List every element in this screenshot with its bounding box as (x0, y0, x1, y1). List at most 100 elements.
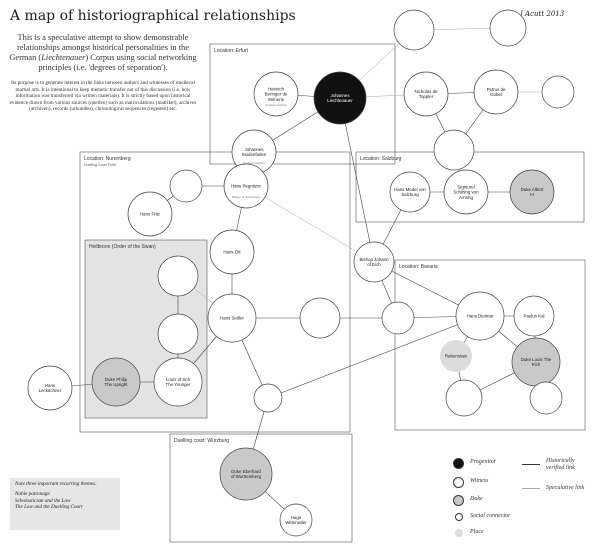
node-label: Beringer de (265, 92, 288, 97)
region-label: Location: Bavaria (399, 264, 438, 270)
node-label: Seidenfaden (242, 152, 267, 157)
legend: Progenitor Witness Duke Social connector… (450, 455, 595, 550)
node-label: Liechtenauer (327, 98, 353, 103)
node-bav_small (445, 379, 483, 417)
node-bav_small2 (529, 381, 563, 415)
node-ott (209, 229, 255, 275)
node-label: Hugo (291, 515, 302, 520)
node-label: Heinrich (268, 86, 285, 91)
node-label: Duke Louis The (521, 357, 552, 362)
legend-speculative-link: Speculative link (546, 485, 585, 491)
themes-note: Note three important recurring themes: N… (10, 478, 120, 530)
node-label: of Eich (367, 262, 381, 267)
node-label: Duke Albert (521, 187, 544, 192)
node-erfurt_top (393, 9, 435, 51)
link (339, 97, 375, 263)
node-label: Hans Pegnitzer (231, 184, 262, 189)
legend-duke-swatch (453, 495, 464, 506)
node-mark_maier (353, 241, 395, 283)
legend-witness: Witness (470, 478, 489, 484)
node-label: Hans Fritz (140, 212, 160, 217)
node-eberhard (219, 447, 273, 501)
legend-place-swatch (455, 529, 463, 537)
theme-item: The Law and the Duelling Court (15, 504, 83, 511)
node-label: The Upright (105, 382, 129, 387)
node-albert (509, 169, 555, 215)
node-label: Paulus Kal (524, 314, 545, 319)
node-erfurt_low (433, 129, 475, 171)
node-detail: Master at Nuremberg (232, 195, 261, 199)
node-label: Hans Ott (223, 250, 241, 255)
region-nuremberg (79, 151, 351, 433)
node-label: Duke Philip (105, 377, 128, 382)
page-title: A map of historiographical relationships (10, 8, 296, 24)
region-label: Heilbronn (Order of the Swan) (89, 244, 156, 250)
node-wedel (389, 171, 431, 213)
themes-heading: Note three important recurring themes: (15, 481, 97, 487)
node-label: Schining von (453, 190, 479, 195)
node-lecküchner (27, 365, 73, 411)
node-sigmund (443, 169, 489, 215)
link (245, 185, 375, 263)
region-sublabel: Duelling Court Fürth (84, 163, 116, 167)
author-credit: J Acutt 2013 (520, 10, 565, 18)
node-hugo (279, 503, 313, 537)
legend-speculative-line (522, 488, 540, 489)
node-fritz (127, 191, 173, 237)
region-label: Location: Salzburg (360, 156, 402, 162)
node-label: Amring (459, 195, 473, 200)
node-label: Hans Seitler (220, 316, 244, 321)
node-label: Gobel (490, 92, 502, 97)
node-nick_mid (403, 71, 449, 117)
node-beringer (253, 71, 299, 117)
node-label: Hans Medel von (394, 187, 426, 192)
node-ring_small (253, 383, 283, 413)
node-label: of Wurttemberg (231, 474, 262, 479)
node-philip (91, 357, 141, 407)
region-erfurt (209, 43, 396, 165)
node-label: Johannes (244, 147, 264, 152)
link (267, 315, 481, 399)
node-gobel (473, 69, 519, 115)
node-dietmar (455, 291, 505, 341)
intro-detail: Its purpose is to generate interest in t… (9, 80, 197, 113)
node-label: Hans (45, 383, 56, 388)
node-label: The Younger (166, 382, 191, 387)
node-rabenstein (440, 340, 472, 372)
node-mid_small (299, 297, 341, 339)
region-bavaria (394, 259, 586, 431)
node-nurem_mid (169, 169, 203, 203)
node-erfurt_tr (489, 9, 527, 47)
node-label: Petrus de (487, 87, 506, 92)
legend-social-connector: Social connector (470, 513, 511, 519)
node-pegnitzer (223, 163, 269, 209)
node-label: Salzburg (401, 192, 419, 197)
node-label: Hans Dietmar (467, 314, 494, 319)
legend-duke: Duke (470, 496, 483, 502)
node-label: Sigmund (457, 184, 475, 189)
node-detail: Studied at Erfurt (265, 103, 287, 107)
node-louis_younger (153, 357, 203, 407)
node-label: Johannes (330, 93, 350, 98)
intro-paragraph: This is a speculative attempt to show de… (9, 33, 197, 72)
node-label: Louis of Sch (166, 377, 191, 382)
node-label: Bishop Johann (359, 257, 389, 262)
region-wurzburg (169, 433, 353, 543)
node-label: Lecküchner (39, 388, 62, 393)
node-swan2 (157, 313, 199, 355)
region-label: Duelling court: Würzburg (174, 438, 229, 444)
theme-item: Scholasticism and the Law (15, 497, 71, 504)
node-label: Rabenstain (445, 354, 468, 359)
node-paulus (513, 295, 555, 337)
theme-item: Noble patronage (15, 491, 50, 498)
node-label: Wimerie (268, 97, 285, 102)
legend-connector-swatch (455, 513, 463, 521)
node-label: III (530, 192, 534, 197)
region-label: Location: Erfurt (214, 48, 249, 54)
node-right_edge (541, 75, 575, 109)
legend-verified-line (522, 464, 540, 465)
node-label: Toppler (419, 94, 434, 99)
node-label: Rich (532, 362, 541, 367)
node-label: Duke Eberhard (231, 469, 261, 474)
